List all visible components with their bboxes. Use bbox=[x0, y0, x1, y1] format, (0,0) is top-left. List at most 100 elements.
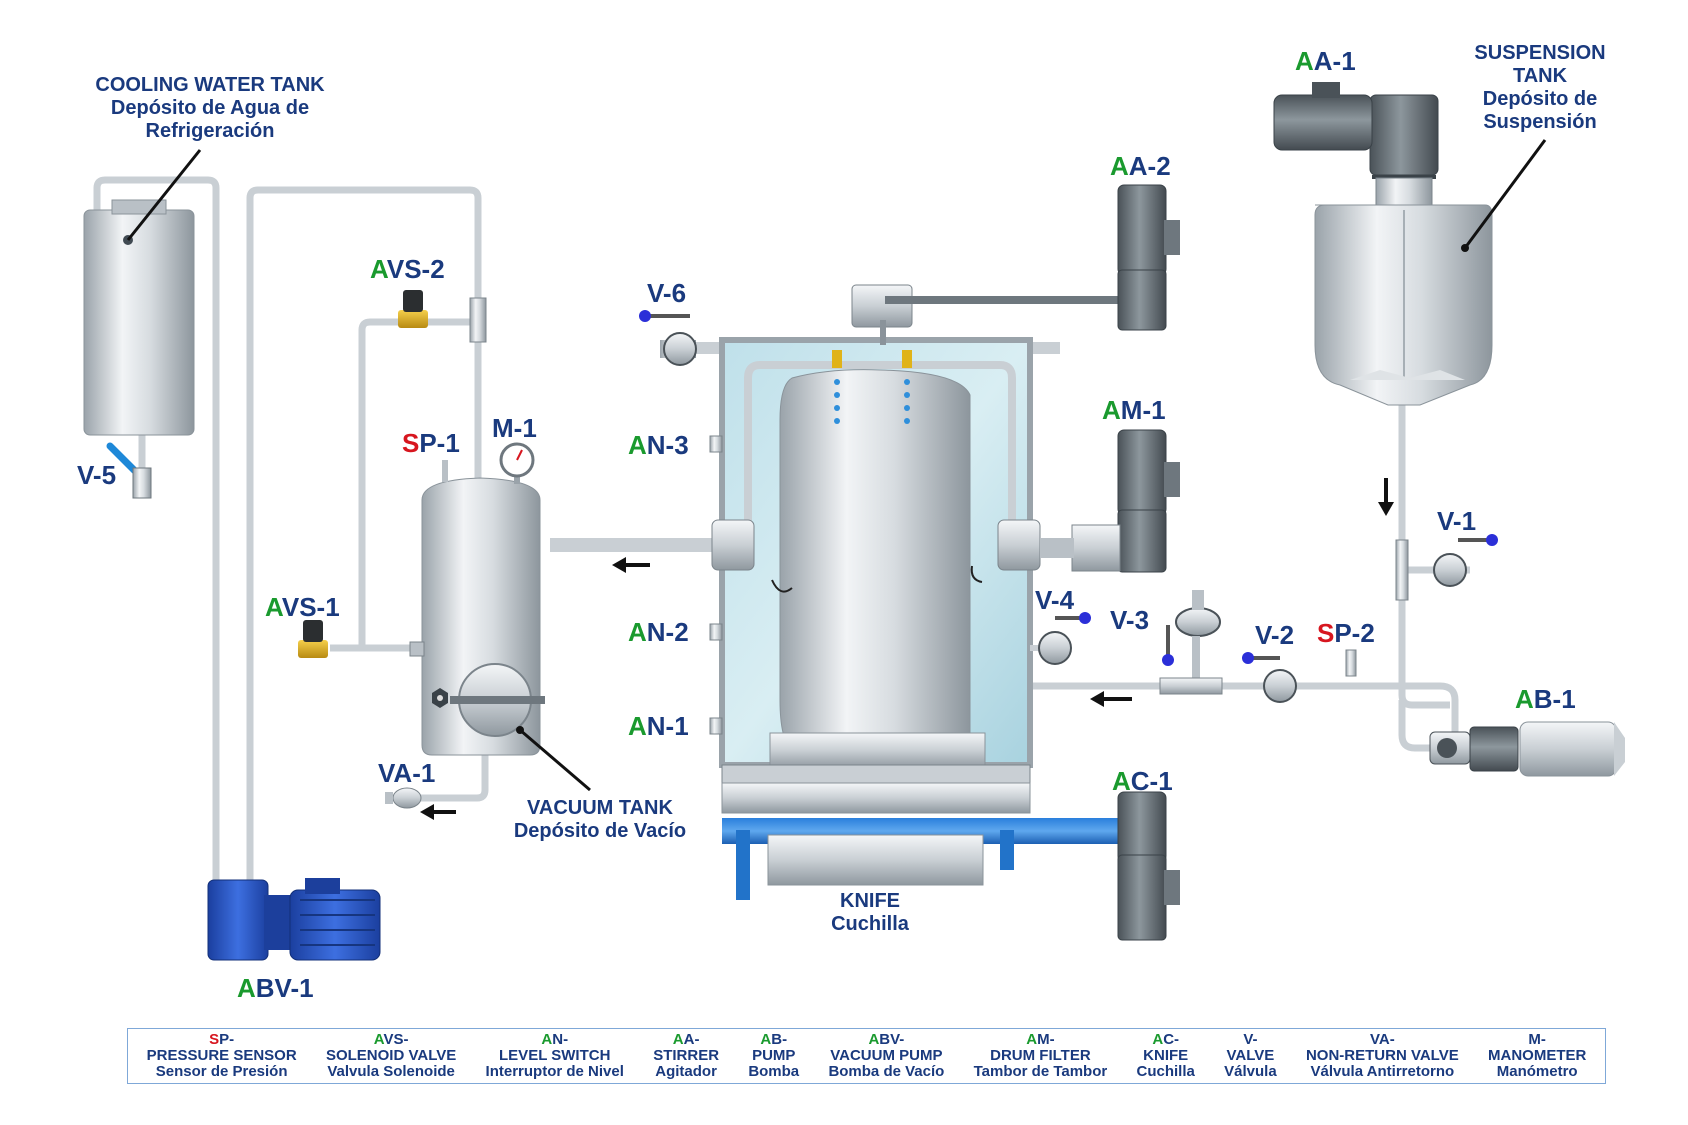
legend-spanish: Bomba de Vacío bbox=[828, 1063, 945, 1080]
avs2-valve bbox=[398, 290, 487, 343]
va1-valve bbox=[385, 787, 422, 809]
tag-an2: AN-2 bbox=[628, 617, 689, 647]
legend-spanish: Interruptor de Nivel bbox=[485, 1063, 624, 1080]
legend-spanish: Tambor de Tambor bbox=[973, 1063, 1108, 1080]
drum-motor-am1 bbox=[1040, 429, 1180, 573]
legend-spanish: Sensor de Presión bbox=[155, 1063, 288, 1080]
suspension-tank bbox=[1273, 82, 1547, 406]
legend-english: DRUM FILTER bbox=[990, 1047, 1091, 1064]
tag-an1: AN-1 bbox=[628, 711, 689, 741]
tag-avs1: AVS-1 bbox=[265, 592, 340, 622]
tag-sp1: SP-1 bbox=[402, 428, 460, 458]
tag-sp2: SP-2 bbox=[1317, 618, 1375, 648]
flow-arrows bbox=[420, 478, 1394, 820]
tag-avs2: AVS-2 bbox=[370, 254, 445, 284]
stirrer-motor-aa2 bbox=[1117, 184, 1180, 331]
level-switches bbox=[709, 435, 723, 735]
v5-valve bbox=[106, 442, 152, 499]
legend-english: NON-RETURN VALVE bbox=[1305, 1047, 1459, 1064]
legend-english: VALVE bbox=[1226, 1047, 1275, 1064]
sp2-sensor bbox=[1345, 649, 1357, 677]
knife-motor-ac1 bbox=[1117, 791, 1180, 941]
legend-english: LEVEL SWITCH bbox=[499, 1047, 611, 1064]
tag-ac1: AC-1 bbox=[1112, 766, 1173, 796]
vacuum-line-pipe bbox=[246, 186, 482, 880]
legend-english: STIRRER bbox=[653, 1047, 720, 1064]
legend-spanish: Agitador bbox=[655, 1063, 717, 1080]
legend-english: SOLENOID VALVE bbox=[325, 1047, 457, 1064]
arrow-down-1 bbox=[1378, 478, 1394, 516]
legend-code: SP- bbox=[209, 1031, 235, 1048]
v4-valve bbox=[1038, 612, 1091, 665]
tag-ab1: AB-1 bbox=[1515, 684, 1576, 714]
tag-va1: VA-1 bbox=[378, 758, 436, 788]
avs1-valve bbox=[298, 620, 328, 658]
vacuum-pump-abv1 bbox=[207, 878, 381, 961]
arrow-left-3 bbox=[1090, 691, 1132, 707]
tag-abv1: ABV-1 bbox=[237, 973, 314, 1003]
legend-code: VA- bbox=[1369, 1031, 1395, 1048]
legend-code: AM- bbox=[1026, 1031, 1055, 1048]
tag-v5: V-5 bbox=[77, 460, 117, 490]
vacuum-tank bbox=[409, 460, 591, 792]
va1-pipe bbox=[395, 755, 489, 802]
legend-code: AVS- bbox=[373, 1031, 409, 1048]
tag-m1: M-1 bbox=[492, 413, 537, 443]
v1-valve bbox=[1395, 534, 1498, 601]
tag-an3: AN-3 bbox=[628, 430, 689, 460]
legend-english: KNIFE bbox=[1143, 1047, 1189, 1064]
legend-spanish: Manómetro bbox=[1496, 1063, 1578, 1080]
cooling-return-pipe bbox=[93, 176, 220, 880]
drum-filter bbox=[711, 284, 1130, 900]
cooling-water-tank bbox=[83, 149, 202, 436]
tag-aa2: AA-2 bbox=[1110, 151, 1171, 181]
legend-spanish: Bomba bbox=[748, 1063, 800, 1080]
tag-v2: V-2 bbox=[1255, 620, 1295, 650]
legend-spanish: Válvula bbox=[1224, 1063, 1277, 1080]
pump-suction-pipe bbox=[1398, 700, 1445, 752]
legend-spanish: Cuchilla bbox=[1136, 1063, 1195, 1080]
tag-v6: V-6 bbox=[647, 278, 687, 308]
legend-spanish: Válvula Antirretorno bbox=[1310, 1063, 1455, 1080]
legend-code: AB- bbox=[760, 1031, 788, 1048]
legend-code: M- bbox=[1528, 1031, 1546, 1048]
legend-code: AN- bbox=[541, 1031, 569, 1048]
legend-code: AC- bbox=[1152, 1031, 1180, 1048]
arrow-left-1 bbox=[612, 557, 650, 573]
legend-code: ABV- bbox=[868, 1031, 905, 1048]
tag-am1: AM-1 bbox=[1102, 395, 1166, 425]
tag-v3: V-3 bbox=[1110, 605, 1150, 635]
legend-code: AA- bbox=[672, 1031, 700, 1048]
legend-code: V- bbox=[1243, 1031, 1258, 1048]
water-drops bbox=[834, 379, 910, 424]
tag-v4: V-4 bbox=[1035, 585, 1075, 615]
legend-english: VACUUM PUMP bbox=[830, 1047, 943, 1064]
v3-valve bbox=[1159, 590, 1223, 695]
v2-valve bbox=[1242, 652, 1297, 703]
avs2-branch-pipe bbox=[358, 318, 478, 652]
manometer-m1 bbox=[499, 442, 535, 484]
pump-ab1 bbox=[1429, 721, 1625, 777]
legend-english: PUMP bbox=[752, 1047, 796, 1064]
arrow-left-2 bbox=[420, 804, 456, 820]
legend-english: PRESSURE SENSOR bbox=[146, 1047, 297, 1064]
legend-spanish: Valvula Solenoide bbox=[327, 1063, 455, 1080]
tag-v1: V-1 bbox=[1437, 506, 1477, 536]
